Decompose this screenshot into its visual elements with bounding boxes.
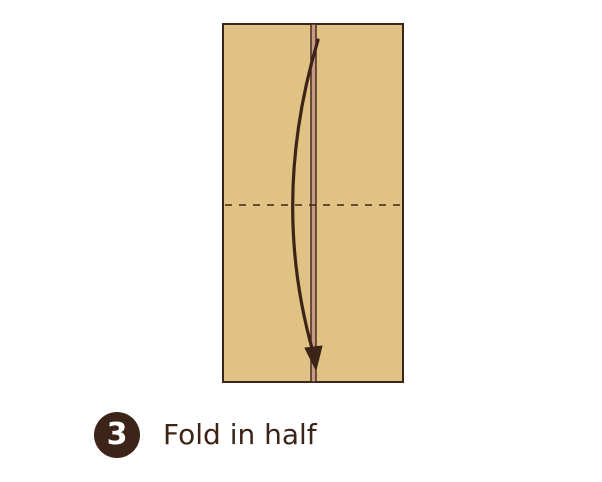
origami-diagram: [222, 23, 404, 383]
center-seam: [310, 23, 317, 383]
step-number-badge: 3: [94, 412, 140, 458]
curved-arrow-down-icon: [291, 38, 323, 371]
step-instruction: Fold in half: [163, 418, 317, 451]
